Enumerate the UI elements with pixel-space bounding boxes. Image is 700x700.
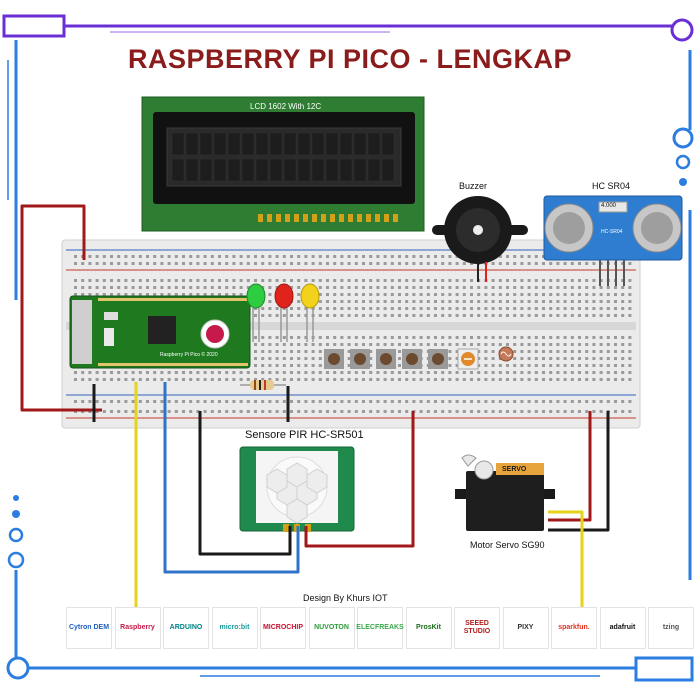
- push-buttons: [324, 349, 448, 369]
- pir-label: Sensore PIR HC-SR501: [245, 429, 364, 441]
- logo-microchip: MICROCHIP: [260, 607, 306, 649]
- logo-adafruit: adafruit: [599, 607, 646, 649]
- logo-tzing: tzing: [648, 607, 694, 649]
- logo-arduino: ARDUINO: [163, 607, 209, 649]
- wires: [20, 204, 610, 608]
- lcd-label: LCD 1602 With 12C: [250, 102, 322, 111]
- raspberry-pi-pico: [69, 295, 251, 369]
- lcd-pins: [258, 214, 398, 222]
- potentiometer: [457, 348, 479, 370]
- lcd-module: [141, 96, 425, 232]
- logo-elecfreaks: ELECFREAKS: [356, 607, 404, 649]
- logo-nuvoton: NUVOTON: [308, 607, 355, 649]
- pico-board-text: Raspberry Pi Pico © 2020: [160, 352, 218, 358]
- ultrasonic-screen: 4.000: [601, 203, 617, 209]
- logo-seeed-studio: SEEED STUDIO: [454, 607, 500, 649]
- pir-sensor: [239, 446, 355, 532]
- ultrasonic-chip-label: HC-SR04: [601, 229, 623, 235]
- logo-pixy: PIXY: [502, 607, 549, 649]
- ultrasonic-sensor: [543, 195, 683, 286]
- logo-proskit: ProsKit: [405, 607, 452, 649]
- buzzer-label: Buzzer: [459, 181, 488, 191]
- servo-brand: SERVO: [502, 466, 527, 473]
- buzzer: [432, 196, 528, 282]
- leds: [246, 283, 320, 342]
- servo-motor: [455, 454, 555, 531]
- credit-text: Design By Khurs IOT: [303, 593, 388, 603]
- photoresistor: [498, 346, 514, 362]
- ultrasonic-label: HC SR04: [592, 181, 631, 191]
- led-green: [246, 283, 266, 342]
- logo-cytron-dem: Cytron DEM: [66, 607, 112, 649]
- led-yellow: [300, 283, 320, 342]
- logo-raspberry: Raspberry: [114, 607, 161, 649]
- logo-sparkfun: sparkfun.: [551, 607, 597, 649]
- frame-decoration: [2, 14, 694, 682]
- resistor: [240, 380, 286, 390]
- led-red: [274, 283, 294, 342]
- page-title: RASPBERRY PI PICO - LENGKAP: [127, 44, 573, 74]
- servo-label: Motor Servo SG90: [470, 540, 545, 550]
- lcd-character-cells: [171, 132, 395, 182]
- logo-micro-bit: micro:bit: [211, 607, 258, 649]
